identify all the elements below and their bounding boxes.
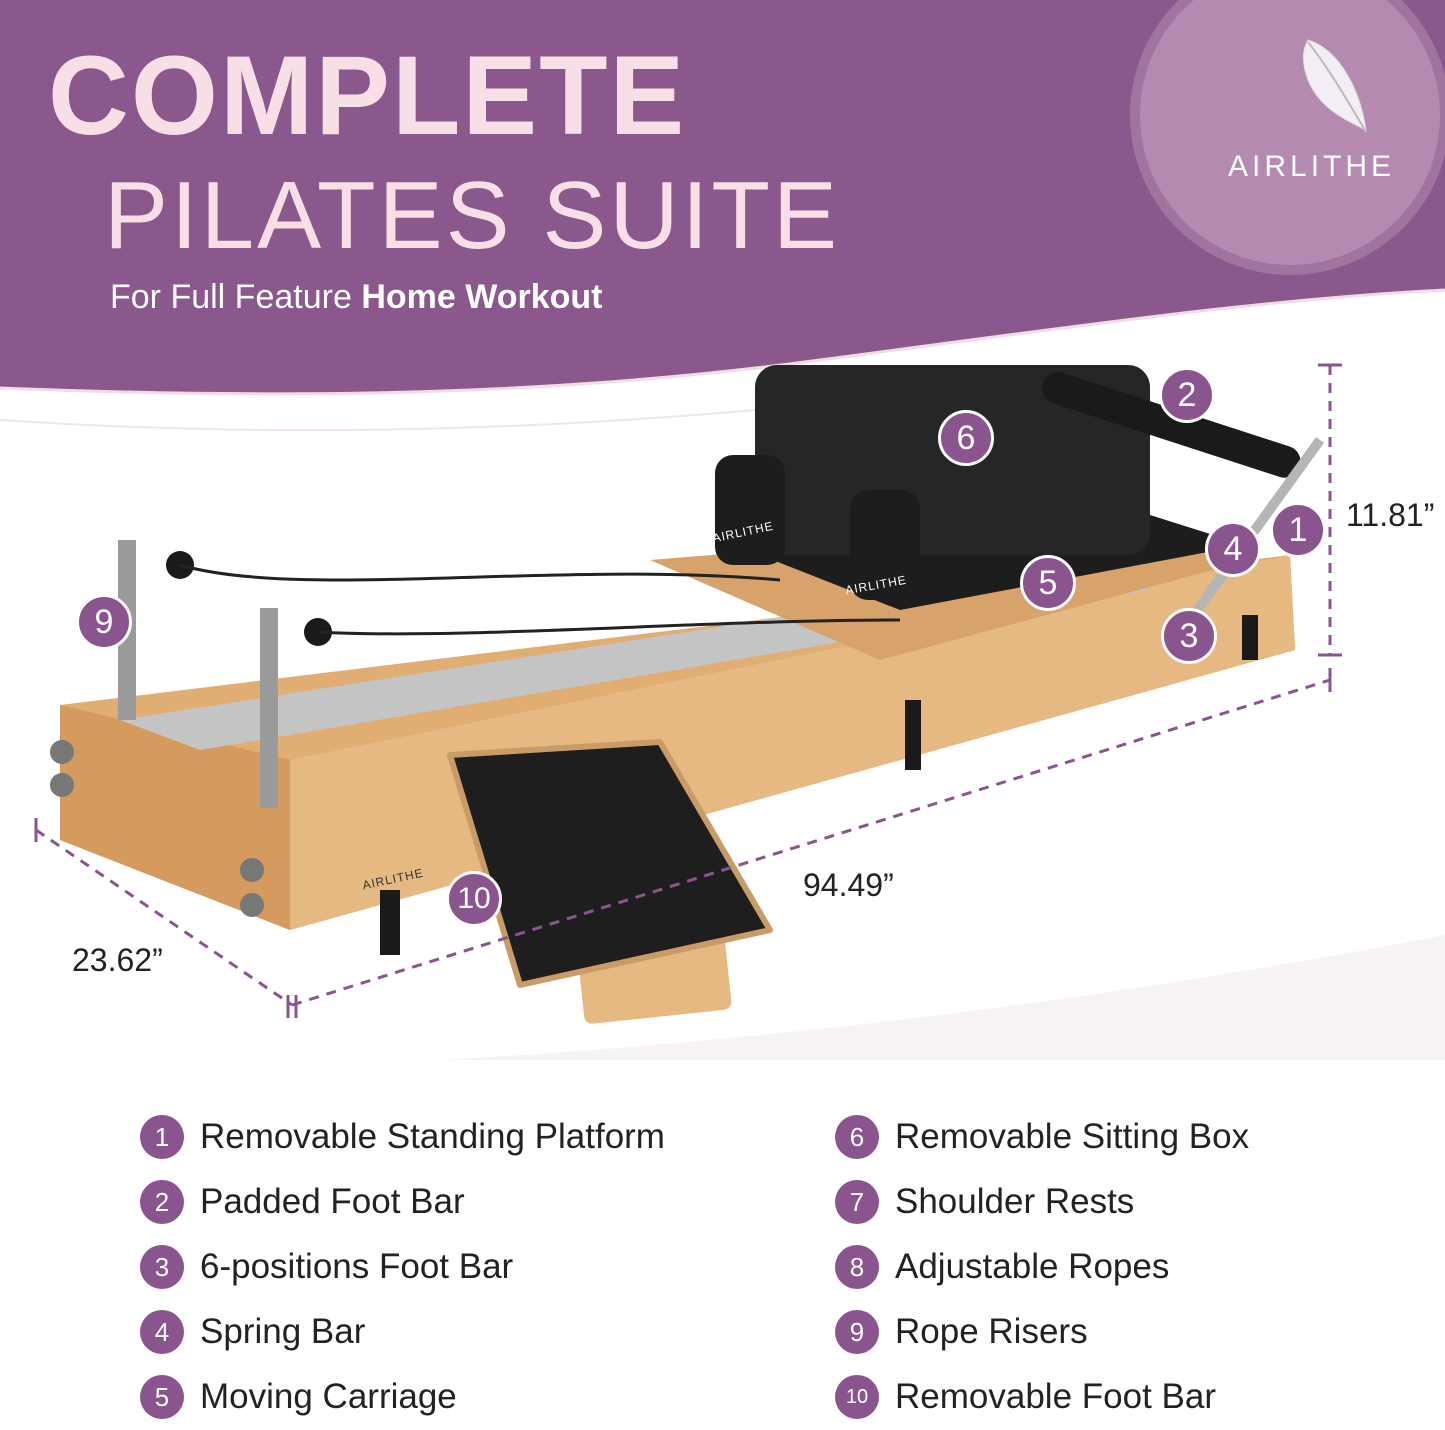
- page-subtitle: For Full Feature Home Workout: [110, 280, 602, 314]
- legend-label: Padded Foot Bar: [200, 1182, 465, 1221]
- legend-number: 1: [140, 1115, 184, 1159]
- legend-item: 10 Removable Foot Bar: [835, 1365, 1249, 1429]
- legend-item: 8 Adjustable Ropes: [835, 1235, 1249, 1299]
- dimension-length: 94.49”: [803, 867, 894, 903]
- legend-label: Shoulder Rests: [895, 1182, 1135, 1221]
- legend-label: Removable Sitting Box: [895, 1117, 1250, 1156]
- legend-left: 1 Removable Standing Platform 2 Padded Foo…: [140, 1105, 665, 1430]
- legend-label: Removable Foot Bar: [895, 1377, 1216, 1416]
- callout-1: 1: [1270, 502, 1326, 558]
- subtitle-bold: Home Workout: [361, 278, 603, 316]
- legend-number: 3: [140, 1245, 184, 1289]
- legend-label: 6-positions Foot Bar: [200, 1247, 514, 1286]
- page-title-line1: COMPLETE: [48, 33, 687, 158]
- callout-4: 4: [1205, 521, 1261, 577]
- legend-item: 3 6-positions Foot Bar: [140, 1235, 665, 1299]
- legend-number: 9: [835, 1310, 879, 1354]
- header-background: [0, 0, 1445, 432]
- legend-label: Moving Carriage: [200, 1377, 457, 1416]
- legend-number: 7: [835, 1180, 879, 1224]
- legend-item: 4 Spring Bar: [140, 1300, 665, 1364]
- legend-label: Adjustable Ropes: [895, 1247, 1170, 1286]
- legend-label: Spring Bar: [200, 1312, 366, 1351]
- callout-6: 6: [938, 410, 994, 466]
- legend-number: 4: [140, 1310, 184, 1354]
- legend-number: 6: [835, 1115, 879, 1159]
- feather-icon: [1303, 39, 1367, 133]
- legend-label: Rope Risers: [895, 1312, 1088, 1351]
- callout-10: 10: [446, 871, 502, 927]
- callout-3: 3: [1161, 608, 1217, 664]
- legend-item: 9 Rope Risers: [835, 1300, 1249, 1364]
- legend-number: 10: [835, 1375, 879, 1419]
- pilates-reformer-image: [0, 363, 1445, 1060]
- page-title-line2: PILATES SUITE: [104, 162, 841, 269]
- legend-item: 2 Padded Foot Bar: [140, 1170, 665, 1234]
- legend-item: 6 Removable Sitting Box: [835, 1105, 1249, 1169]
- legend-item: 1 Removable Standing Platform: [140, 1105, 665, 1169]
- legend-number: 2: [140, 1180, 184, 1224]
- legend-right: 6 Removable Sitting Box 7 Shoulder Rests 8…: [835, 1105, 1249, 1430]
- legend-label: Removable Standing Platform: [200, 1117, 665, 1156]
- subtitle-regular: For Full Feature: [110, 278, 362, 316]
- callout-9: 9: [76, 594, 132, 650]
- dimension-width: 23.62”: [72, 942, 163, 978]
- callout-5: 5: [1020, 555, 1076, 611]
- legend-number: 5: [140, 1375, 184, 1419]
- legend-number: 8: [835, 1245, 879, 1289]
- dimension-height: 11.81”: [1346, 497, 1435, 533]
- callout-2: 2: [1159, 367, 1215, 423]
- legend-item: 5 Moving Carriage: [140, 1365, 665, 1429]
- legend-item: 7 Shoulder Rests: [835, 1170, 1249, 1234]
- brand-name: AIRLITHE: [1228, 150, 1396, 183]
